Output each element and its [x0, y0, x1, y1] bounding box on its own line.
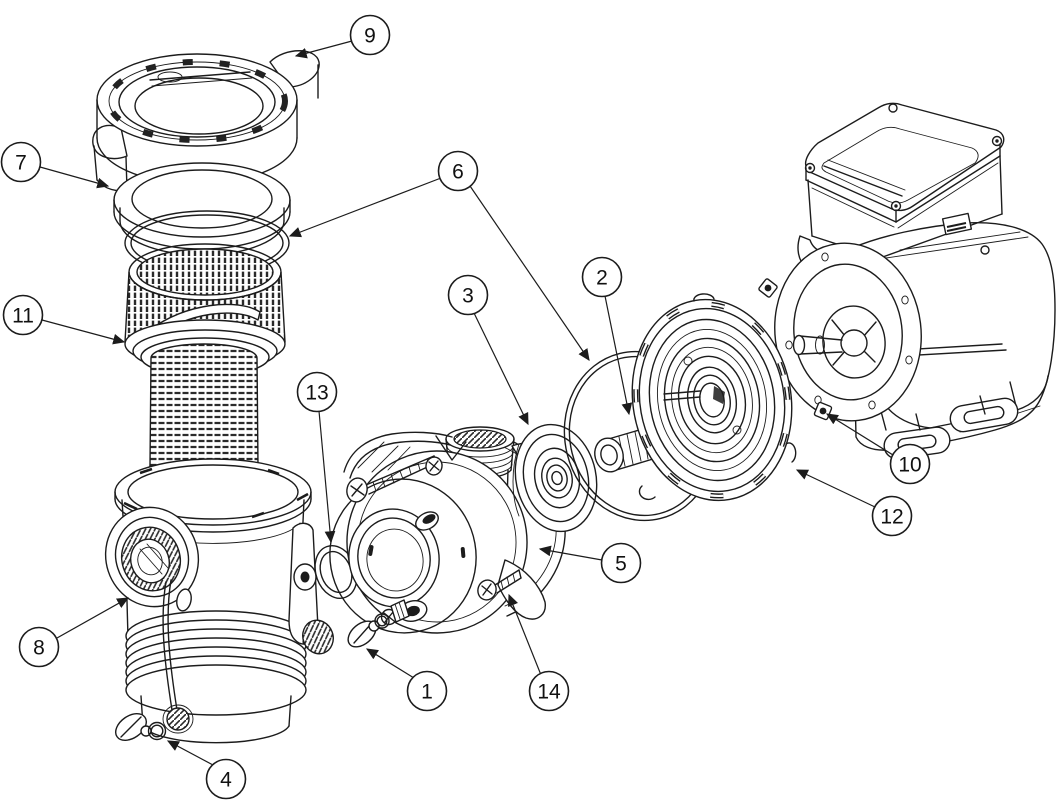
- leader-3: [473, 312, 529, 426]
- callout-10: 10: [889, 443, 931, 485]
- svg-text:10: 10: [898, 454, 921, 477]
- svg-text:14: 14: [537, 681, 561, 704]
- leader-lines: [39, 40, 894, 766]
- svg-text:2: 2: [596, 267, 608, 290]
- screw-upper: [346, 455, 437, 503]
- callout-5: 5: [600, 542, 642, 584]
- svg-text:8: 8: [33, 637, 45, 660]
- svg-text:11: 11: [12, 305, 34, 328]
- callout-4: 4: [205, 758, 247, 800]
- mounting-nuts: [758, 278, 833, 421]
- motor: [774, 102, 1056, 460]
- screw-lower: [477, 569, 522, 601]
- callout-8: 8: [18, 626, 60, 668]
- pot-rib-band: [125, 610, 307, 716]
- callout-6: 6: [437, 150, 479, 192]
- leader-12: [795, 469, 876, 508]
- pot-inlet-port: [104, 506, 200, 608]
- callout-11: 11: [2, 294, 44, 336]
- svg-text:5: 5: [615, 553, 627, 576]
- housing-drain-plug: [347, 613, 390, 648]
- leader-8: [56, 597, 130, 639]
- pot-drain-plug: [115, 713, 167, 741]
- callout-12: 12: [871, 495, 913, 537]
- svg-text:13: 13: [305, 382, 328, 405]
- motor-shaft: [799, 335, 843, 341]
- strainer-lid: [113, 162, 291, 256]
- housing-screws: [346, 455, 522, 601]
- callout-14: 14: [528, 670, 570, 712]
- callout-9: 9: [349, 14, 391, 56]
- callout-1: 1: [406, 670, 448, 712]
- strainer-pot: [104, 458, 334, 744]
- leader-6-right: [469, 185, 590, 361]
- callout-3: 3: [447, 274, 489, 316]
- callout-13: 13: [296, 371, 338, 413]
- svg-text:9: 9: [364, 25, 376, 48]
- callout-2: 2: [581, 256, 623, 298]
- svg-text:6: 6: [452, 161, 464, 184]
- svg-text:1: 1: [421, 681, 433, 704]
- leader-14: [507, 593, 542, 676]
- strainer-basket: [124, 243, 286, 482]
- shaft-seal: [512, 423, 598, 533]
- callout-7: 7: [0, 141, 42, 183]
- leader-6-left: [288, 177, 442, 238]
- leader-11: [41, 319, 126, 345]
- drain-plug-lanyard: [162, 579, 194, 734]
- motor-face-plate: [774, 242, 922, 422]
- svg-text:7: 7: [15, 152, 27, 175]
- svg-text:12: 12: [880, 506, 903, 529]
- leader-10: [825, 413, 894, 456]
- svg-text:4: 4: [220, 769, 232, 792]
- leader-7: [39, 166, 110, 189]
- leader-13: [318, 410, 336, 544]
- pot-outlet-bracket: [288, 522, 334, 655]
- lock-ring: [92, 50, 320, 192]
- leader-1: [365, 648, 415, 679]
- seal-plate: [631, 293, 797, 502]
- leader-4: [166, 740, 214, 766]
- leader-9: [294, 40, 353, 59]
- leader-5: [538, 545, 603, 561]
- leader-2: [604, 295, 633, 416]
- svg-text:3: 3: [462, 285, 474, 308]
